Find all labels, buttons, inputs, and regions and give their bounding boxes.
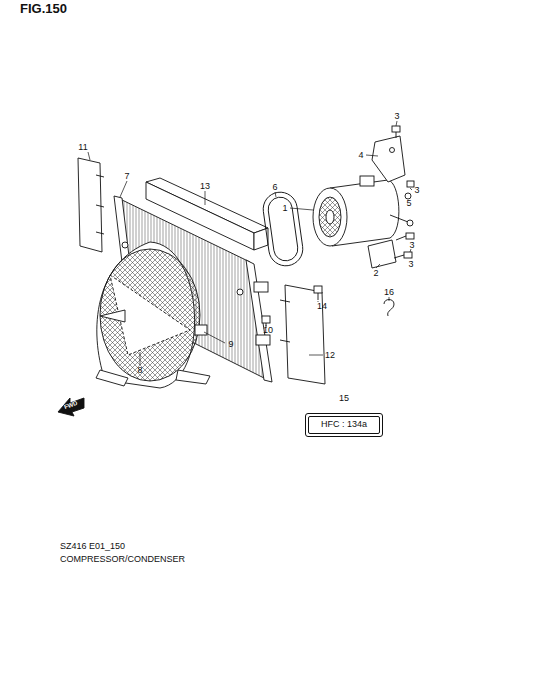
forward-arrow	[58, 398, 84, 416]
callout-number: 14	[317, 302, 327, 311]
callout-number: 5	[406, 199, 411, 208]
callout-number: 2	[373, 269, 378, 278]
callout-number: 12	[325, 351, 335, 360]
callout-number: 10	[263, 326, 273, 335]
drive-belt	[261, 190, 305, 268]
seal-plate	[280, 285, 325, 384]
callout-number: 16	[384, 288, 394, 297]
plate-text: HFC : 134a	[308, 416, 380, 434]
label-plate: HFC : 134a	[305, 413, 383, 437]
seal-plate	[78, 158, 104, 252]
callout-number: 4	[358, 151, 363, 160]
callout-number: 11	[78, 143, 87, 152]
figure-number: FIG.150	[20, 2, 67, 15]
callout-number: 1	[282, 204, 287, 213]
figure-title: COMPRESSOR/CONDENSER	[60, 555, 185, 564]
callout-number: 9	[228, 340, 233, 349]
compressor-bracket	[372, 136, 405, 182]
callout-number: 3	[394, 112, 399, 121]
compressor-bracket	[368, 240, 396, 268]
leader-line	[88, 121, 412, 365]
callout-number: 8	[137, 366, 142, 375]
callout-number: 6	[272, 183, 277, 192]
figure-code: SZ416 E01_150	[60, 542, 125, 551]
callout-number: 3	[409, 241, 414, 250]
callout-number: 7	[124, 172, 129, 181]
bolt	[262, 126, 414, 328]
callout-number: 3	[414, 186, 419, 195]
compressor	[313, 176, 413, 246]
callout-number: 13	[200, 182, 210, 191]
callout-number: 3	[408, 260, 413, 269]
callout-number: 15	[339, 394, 349, 403]
fan-shroud	[96, 242, 210, 388]
